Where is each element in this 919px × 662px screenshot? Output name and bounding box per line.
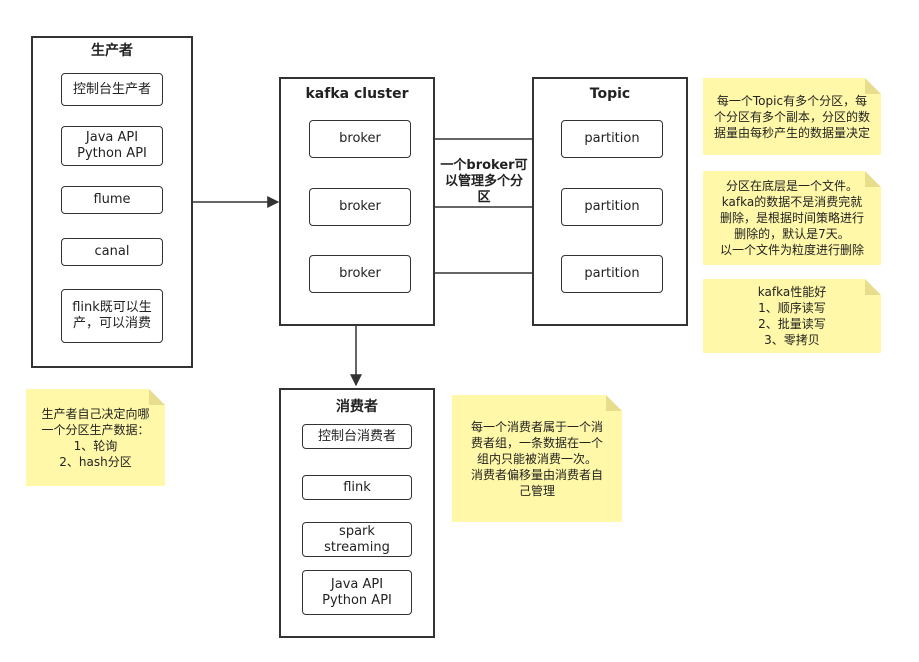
producer-canal[interactable]: canal: [61, 238, 163, 266]
note-topic-partitions: 每一个Topic有多个分区，每 个分区有多个副本，分区的数 据量由每秒产生的数据…: [703, 78, 881, 155]
partition-2[interactable]: partition: [561, 188, 663, 226]
broker-2[interactable]: broker: [309, 188, 411, 226]
consumer-java-python-api[interactable]: Java API Python API: [302, 570, 412, 615]
broker-3[interactable]: broker: [309, 255, 411, 293]
note-consumer-group: 每一个消费者属于一个消 费者组，一条数据在一个 组内只能被消费一次。 消费者偏移…: [452, 395, 622, 522]
producer-flume[interactable]: flume: [61, 186, 163, 214]
note-performance: kafka性能好 1、顺序读写 2、批量读写 3、零拷贝: [703, 279, 881, 353]
producer-console[interactable]: 控制台生产者: [61, 73, 163, 106]
broker-partition-label: 一个broker可 以管理多个分区: [440, 158, 528, 206]
producer-title: 生产者: [91, 43, 133, 59]
consumer-spark-streaming[interactable]: spark streaming: [302, 522, 412, 557]
kafka-cluster-title: kafka cluster: [305, 86, 409, 102]
topic-title: Topic: [589, 86, 631, 102]
consumer-flink[interactable]: flink: [302, 475, 412, 500]
partition-1[interactable]: partition: [561, 120, 663, 158]
producer-flink[interactable]: flink既可以生 产，可以消费: [61, 289, 163, 343]
partition-3[interactable]: partition: [561, 255, 663, 293]
producer-java-python-api[interactable]: Java API Python API: [61, 126, 163, 166]
broker-1[interactable]: broker: [309, 120, 411, 158]
consumer-title: 消费者: [336, 399, 378, 415]
consumer-console[interactable]: 控制台消费者: [302, 424, 412, 449]
note-partition-files: 分区在底层是一个文件。 kafka的数据不是消费完就 删除，是根据时间策略进行 …: [703, 171, 881, 265]
note-producer-partition: 生产者自己决定向哪 一个分区生产数据： 1、轮询 2、hash分区: [26, 389, 165, 486]
